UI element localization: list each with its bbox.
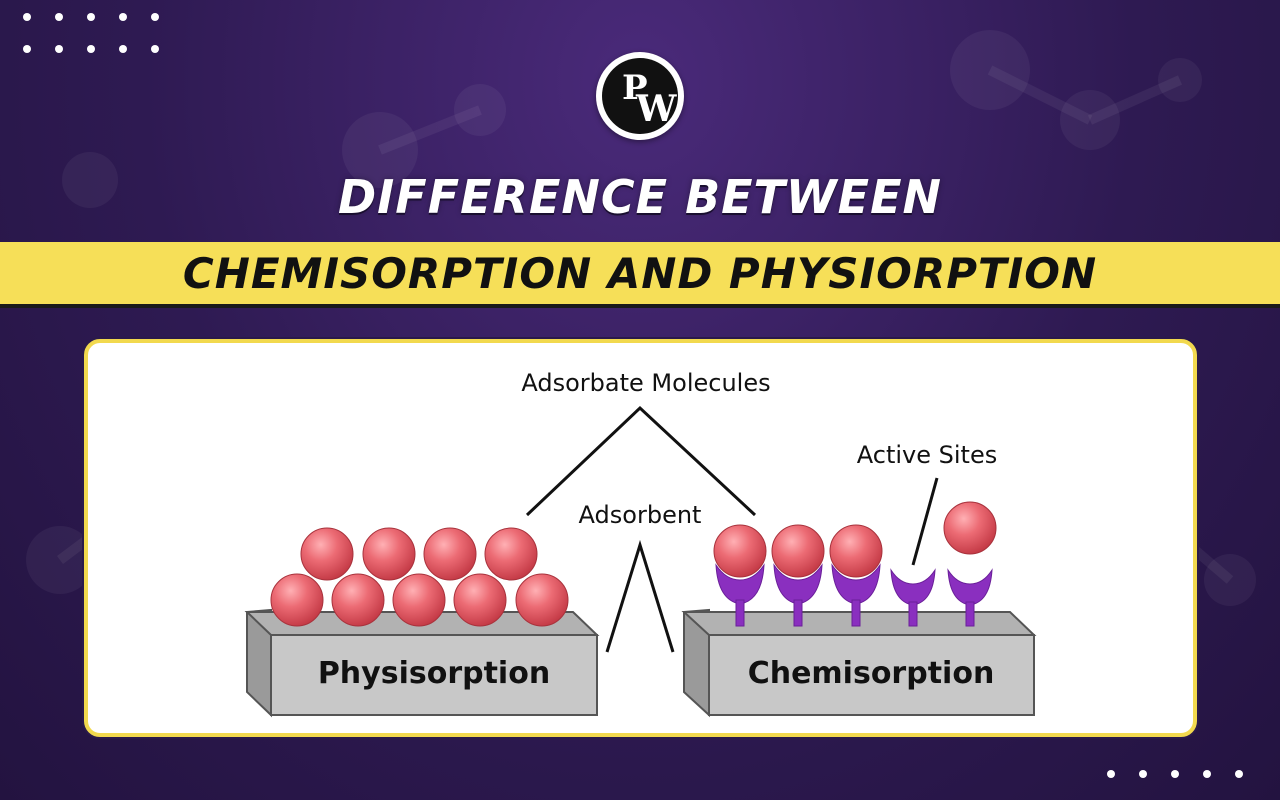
pointer-active-sites: [911, 477, 939, 566]
title-band: [0, 242, 1280, 308]
adsorbate-molecule: [270, 573, 324, 627]
title-line-2: CHEMISORPTION AND PHYSIORPTION: [182, 249, 1098, 298]
adsorbate-molecule: [771, 524, 825, 578]
label-adsorbent: Adsorbent: [579, 501, 702, 529]
active-site-icon: [947, 568, 993, 627]
adsorbate-molecule: [331, 573, 385, 627]
pointer-adsorbate: [525, 405, 757, 517]
adsorbate-molecule: [423, 527, 477, 581]
block-label-physisorption: Physisorption: [318, 656, 550, 691]
adsorbate-molecule: [453, 573, 507, 627]
pw-logo: P W: [596, 52, 684, 140]
adsorbate-molecule: [392, 573, 446, 627]
decorative-dots-bottom-right: [1107, 770, 1243, 778]
adsorbate-molecule: [713, 524, 767, 578]
active-site-icon: [890, 568, 936, 627]
chemisorption-block: Chemisorption: [681, 608, 1037, 718]
active-site-icon: [831, 563, 881, 627]
adsorbate-molecule: [362, 527, 416, 581]
adsorbate-molecule: [515, 573, 569, 627]
adsorbate-molecule: [484, 527, 538, 581]
active-site-icon: [715, 563, 765, 627]
pointer-adsorbent: [605, 539, 675, 653]
label-active-sites: Active Sites: [857, 441, 997, 469]
logo-letter-p: P: [622, 68, 648, 108]
active-site-icon: [773, 563, 823, 627]
logo-letter-w: W: [636, 88, 677, 130]
decorative-dots-top-left: [23, 13, 159, 53]
block-label-chemisorption: Chemisorption: [748, 656, 995, 691]
adsorbate-molecule: [943, 501, 997, 555]
title-line-1: DIFFERENCE BETWEEN: [337, 170, 943, 224]
adsorbate-molecule: [300, 527, 354, 581]
label-adsorbate-molecules: Adsorbate Molecules: [521, 369, 770, 397]
adsorbate-molecule: [829, 524, 883, 578]
